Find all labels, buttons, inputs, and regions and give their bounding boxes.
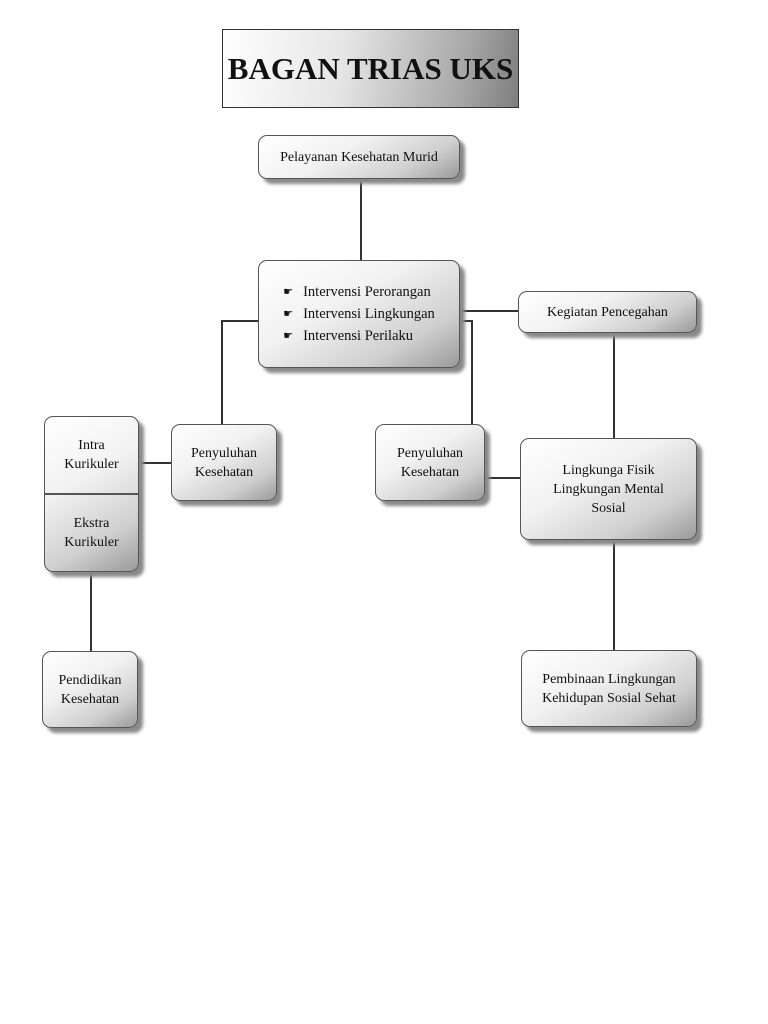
penyuluhan-right-label-line: Kesehatan xyxy=(400,464,460,480)
node-lingkungan: Lingkunga Fisik Lingkungan Mental Sosial xyxy=(520,438,697,540)
node-pembinaan-lingkungan: Pembinaan Lingkungan Kehidupan Sosial Se… xyxy=(521,650,697,727)
node-pelayanan-kesehatan-murid: Pelayanan Kesehatan Murid xyxy=(258,135,460,179)
penyuluhan-left-label-line: Kesehatan xyxy=(194,464,254,480)
connector-lingkungan-pembinaan xyxy=(613,540,615,650)
list-item: ☛ Intervensi Lingkungan xyxy=(283,303,435,325)
list-item: ☛ Intervensi Perorangan xyxy=(283,281,435,303)
connector-pelayanan-intervensi xyxy=(360,179,362,262)
ekstra-kurikuler-section: Ekstra Kurikuler xyxy=(45,495,138,571)
pendidikan-label-line: Pendidikan xyxy=(58,672,122,688)
connector-penyuluhan-intra xyxy=(139,462,172,464)
intervensi-item-label: Intervensi Perilaku xyxy=(303,328,414,344)
connector-right-branch-penyuluhan xyxy=(471,320,473,424)
connector-intervensi-right-branch xyxy=(460,320,472,322)
node-kegiatan-pencegahan: Kegiatan Pencegahan xyxy=(518,291,697,333)
lingkungan-label-line: Lingkunga Fisik xyxy=(562,462,655,478)
connector-left-branch-penyuluhan xyxy=(221,320,223,424)
penyuluhan-left-label-line: Penyuluhan xyxy=(190,445,258,461)
pointing-hand-icon: ☛ xyxy=(283,307,294,320)
intervensi-item-label: Intervensi Perorangan xyxy=(303,284,431,300)
ekstra-label-line: Kurikuler xyxy=(64,534,119,550)
intervensi-list: ☛ Intervensi Perorangan ☛ Intervensi Lin… xyxy=(283,281,435,347)
pointing-hand-icon: ☛ xyxy=(283,285,294,298)
node-pelayanan-label: Pelayanan Kesehatan Murid xyxy=(280,149,438,165)
intra-label-line: Kurikuler xyxy=(64,457,119,473)
node-intra-ekstra-kurikuler: Intra Kurikuler Ekstra Kurikuler xyxy=(44,416,139,572)
diagram-title: BAGAN TRIAS UKS xyxy=(222,29,519,108)
node-intervensi: ☛ Intervensi Perorangan ☛ Intervensi Lin… xyxy=(258,260,460,368)
lingkungan-label-line: Sosial xyxy=(591,500,626,516)
pembinaan-label-line: Pembinaan Lingkungan xyxy=(542,671,676,687)
ekstra-label-line: Ekstra xyxy=(73,515,110,531)
lingkungan-label-line: Lingkungan Mental xyxy=(553,481,664,497)
node-penyuluhan-kesehatan-left: Penyuluhan Kesehatan xyxy=(171,424,277,501)
connector-penyuluhan-lingkungan xyxy=(484,477,520,479)
intra-kurikuler-section: Intra Kurikuler xyxy=(45,417,138,493)
connector-intervensi-pencegahan xyxy=(460,310,518,312)
penyuluhan-right-label-line: Penyuluhan xyxy=(396,445,464,461)
node-pendidikan-kesehatan: Pendidikan Kesehatan xyxy=(42,651,138,728)
list-item: ☛ Intervensi Perilaku xyxy=(283,325,435,347)
node-penyuluhan-kesehatan-right: Penyuluhan Kesehatan xyxy=(375,424,485,501)
pointing-hand-icon: ☛ xyxy=(283,329,294,342)
connector-pencegahan-lingkungan xyxy=(613,333,615,438)
intervensi-item-label: Intervensi Lingkungan xyxy=(303,306,435,322)
connector-intervensi-left-branch xyxy=(222,320,260,322)
section-divider xyxy=(45,493,138,495)
node-pencegahan-label: Kegiatan Pencegahan xyxy=(547,304,668,320)
pendidikan-label-line: Kesehatan xyxy=(60,691,120,707)
intra-label-line: Intra xyxy=(78,438,105,454)
pembinaan-label-line: Kehidupan Sosial Sehat xyxy=(542,690,676,706)
connector-ekstra-pendidikan xyxy=(90,572,92,651)
